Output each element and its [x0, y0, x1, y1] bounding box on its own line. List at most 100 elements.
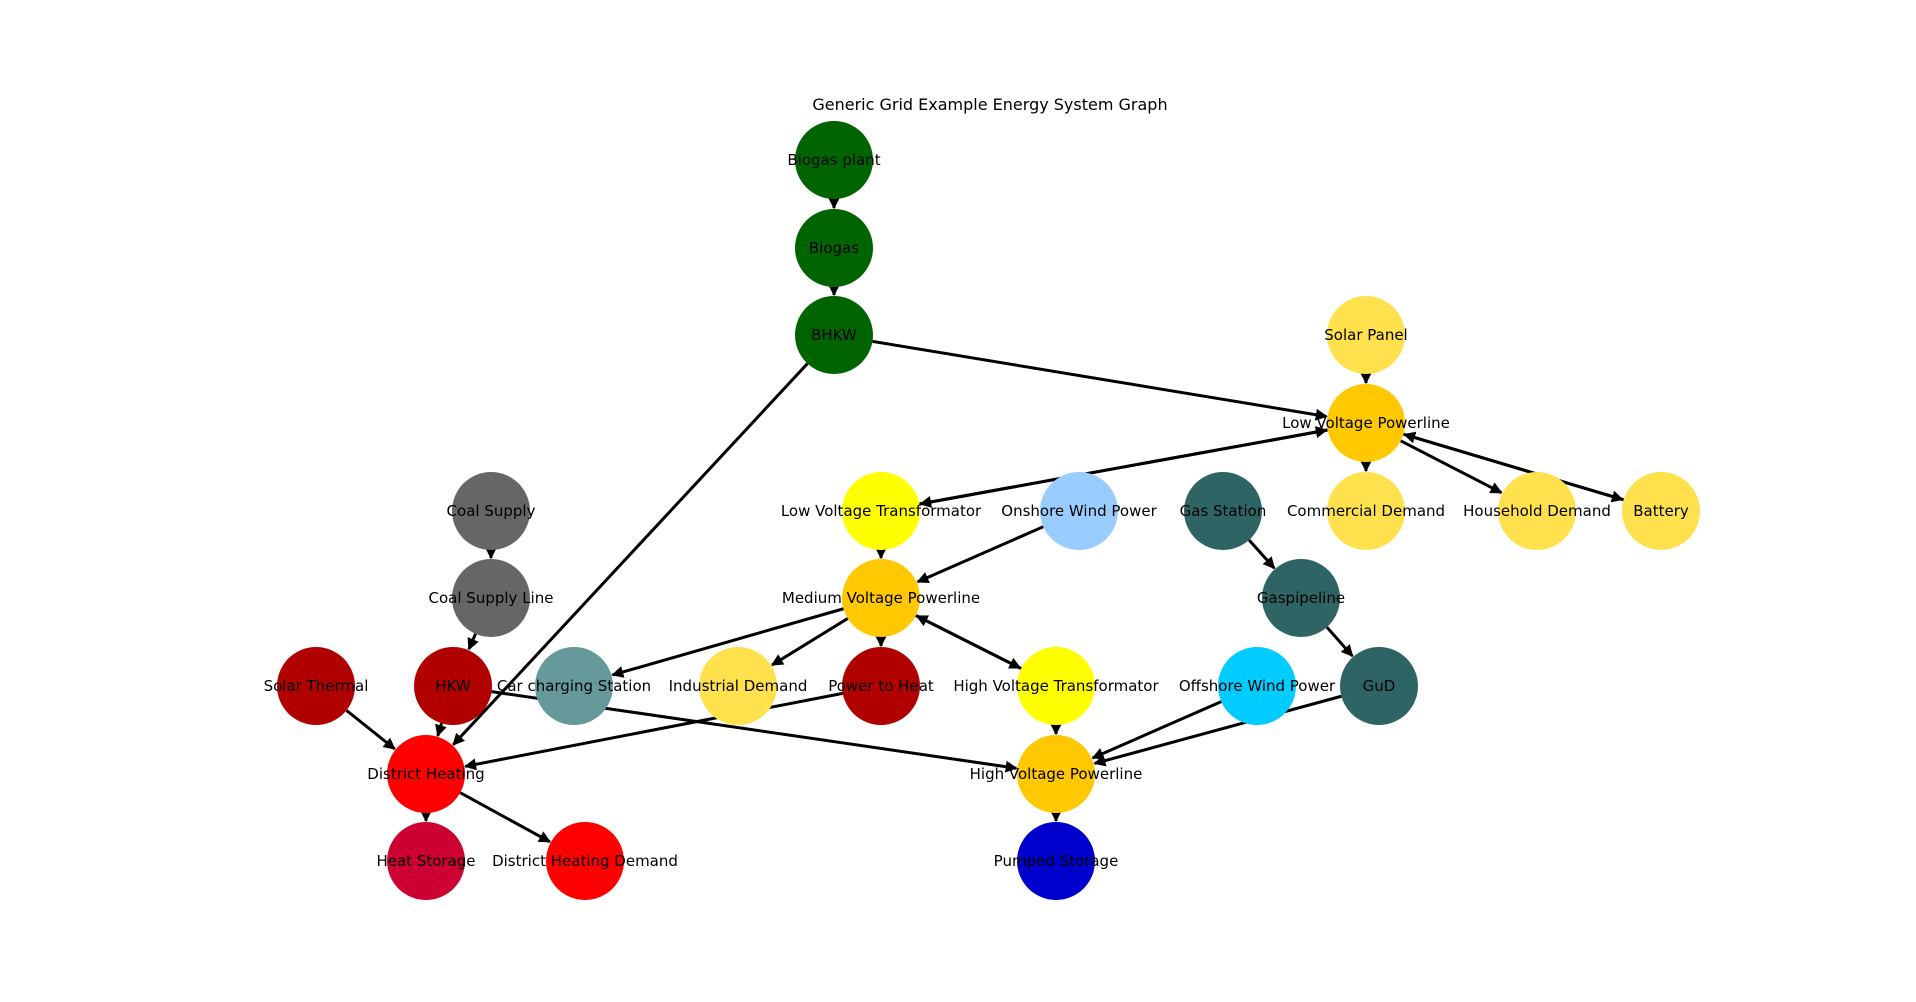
edge-mv_powerline-to-industrial_demand — [771, 617, 849, 667]
node-circle — [452, 472, 530, 550]
node-onshore_wind: Onshore Wind Power — [1001, 472, 1158, 550]
node-circle — [795, 296, 873, 374]
node-label: District Heating — [367, 765, 484, 783]
node-label: Onshore Wind Power — [1001, 502, 1157, 520]
node-gud: GuD — [1340, 647, 1418, 725]
node-circle — [1262, 559, 1340, 637]
node-circle — [414, 647, 492, 725]
edge-gaspipeline-to-gud — [1325, 626, 1354, 658]
node-circle — [1327, 296, 1405, 374]
node-label: Gas Station — [1180, 502, 1267, 520]
node-label: Medium Voltage Powerline — [782, 589, 980, 607]
node-circle — [842, 472, 920, 550]
node-circle — [1040, 472, 1118, 550]
node-coal_supply: Coal Supply — [447, 472, 536, 550]
edge-hv_transformator-to-mv_powerline — [915, 614, 1022, 670]
node-biogas_plant: Biogas plant — [787, 121, 881, 199]
node-circle — [452, 559, 530, 637]
node-label: Low Voltage Transformator — [781, 502, 982, 520]
node-circle — [795, 121, 873, 199]
node-label: Solar Thermal — [264, 677, 369, 695]
node-biogas: Biogas — [795, 209, 873, 287]
node-label: Offshore Wind Power — [1179, 677, 1336, 695]
node-district_heating_demand: District Heating Demand — [492, 822, 678, 900]
node-pumped_storage: Pumped Storage — [994, 822, 1119, 900]
node-circle — [1340, 647, 1418, 725]
node-hv_transformator: High Voltage Transformator — [953, 647, 1159, 725]
node-label: Low Voltage Powerline — [1282, 414, 1450, 432]
node-label: HKW — [435, 677, 471, 695]
edges-layer — [345, 197, 1625, 844]
node-battery: Battery — [1622, 472, 1700, 550]
edge-battery-to-lv_powerline — [1403, 431, 1625, 502]
node-circle — [1218, 647, 1296, 725]
edge-solar_thermal-to-district_heating — [345, 709, 396, 751]
edge-gud-to-hv_powerline — [1093, 694, 1342, 767]
node-household_demand: Household Demand — [1463, 472, 1611, 550]
node-solar_thermal: Solar Thermal — [264, 647, 369, 725]
node-circle — [1184, 472, 1262, 550]
node-label: Household Demand — [1463, 502, 1611, 520]
node-circle — [1017, 647, 1095, 725]
node-label: Coal Supply — [447, 502, 536, 520]
graph-title: Generic Grid Example Energy System Graph — [812, 95, 1168, 114]
edge-hkw-to-district_heating — [435, 722, 447, 737]
node-label: BHKW — [811, 326, 857, 344]
node-circle — [1327, 472, 1405, 550]
edge-bhkw-to-lv_powerline — [872, 339, 1328, 421]
node-power_to_heat: Power to Heat — [828, 647, 934, 725]
edge-lv_powerline-to-household_demand — [1399, 439, 1503, 495]
node-label: Coal Supply Line — [429, 589, 554, 607]
node-label: Heat Storage — [376, 852, 475, 870]
node-circle — [699, 647, 777, 725]
node-circle — [842, 559, 920, 637]
node-gas_station: Gas Station — [1180, 472, 1267, 550]
edge-bhkw-to-district_heating — [452, 362, 809, 746]
node-label: District Heating Demand — [492, 852, 678, 870]
node-circle — [387, 735, 465, 813]
node-industrial_demand: Industrial Demand — [669, 647, 808, 725]
node-label: Pumped Storage — [994, 852, 1119, 870]
node-lv_transformator: Low Voltage Transformator — [781, 472, 982, 550]
node-hkw: HKW — [414, 647, 492, 725]
node-circle — [277, 647, 355, 725]
node-circle — [795, 209, 873, 287]
node-label: Gaspipeline — [1257, 589, 1345, 607]
node-lv_powerline: Low Voltage Powerline — [1282, 384, 1450, 462]
node-label: Solar Panel — [1324, 326, 1407, 344]
node-circle — [1017, 735, 1095, 813]
node-label: Commercial Demand — [1287, 502, 1445, 520]
node-district_heating: District Heating — [367, 735, 485, 813]
node-label: Industrial Demand — [669, 677, 808, 695]
node-mv_powerline: Medium Voltage Powerline — [782, 559, 980, 637]
edge-gas_station-to-gaspipeline — [1247, 539, 1276, 570]
node-label: Biogas — [809, 239, 859, 257]
node-circle — [1017, 822, 1095, 900]
node-label: GuD — [1363, 677, 1396, 695]
node-hv_powerline: High Voltage Powerline — [970, 735, 1143, 813]
node-label: Biogas plant — [787, 151, 880, 169]
node-label: Car charging Station — [497, 677, 651, 695]
node-circle — [1622, 472, 1700, 550]
edge-mv_powerline-to-car_charging — [611, 607, 844, 678]
node-label: Power to Heat — [828, 677, 934, 695]
node-circle — [1498, 472, 1576, 550]
node-circle — [842, 647, 920, 725]
edge-onshore_wind-to-mv_powerline — [916, 525, 1044, 584]
edge-district_heating-to-district_heating_demand — [459, 791, 551, 844]
node-gaspipeline: Gaspipeline — [1257, 559, 1345, 637]
node-label: High Voltage Powerline — [970, 765, 1143, 783]
node-commercial_demand: Commercial Demand — [1287, 472, 1445, 550]
edge-coal_supply_line-to-hkw — [467, 633, 479, 651]
edge-power_to_heat-to-district_heating — [464, 691, 843, 771]
node-circle — [546, 822, 624, 900]
node-car_charging: Car charging Station — [497, 647, 651, 725]
edge-offshore_wind-to-hv_powerline — [1091, 700, 1222, 760]
node-circle — [535, 647, 613, 725]
node-offshore_wind: Offshore Wind Power — [1179, 647, 1336, 725]
node-solar_panel: Solar Panel — [1324, 296, 1408, 374]
node-coal_supply_line: Coal Supply Line — [429, 559, 554, 637]
node-label: Battery — [1633, 502, 1689, 520]
